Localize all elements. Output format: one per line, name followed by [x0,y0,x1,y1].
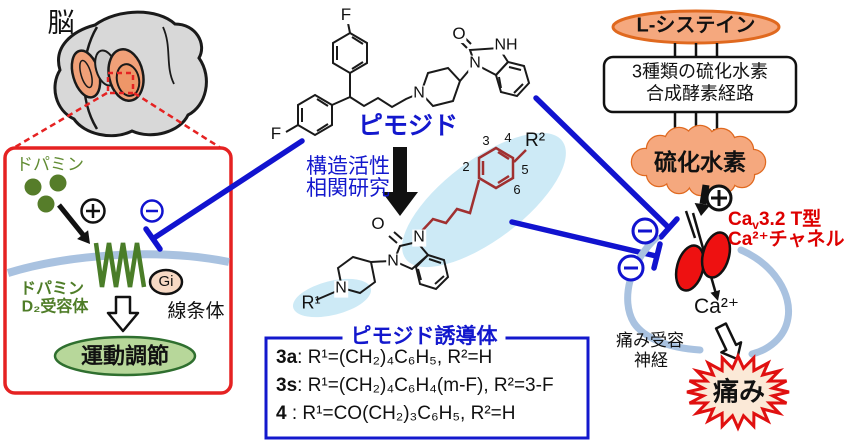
nitrogen-label: N [412,84,426,103]
r1-label: R¹ [301,292,321,313]
signal-badges [80,184,733,282]
pain-label: 痛み [712,376,766,407]
nitrogen-label: N [468,54,482,73]
h2s-pathway-graphics [602,9,798,432]
channel-label-subscript: v [752,218,759,232]
oxygen-label: O [370,214,386,234]
sar-highlight-ellipse-large [402,132,566,268]
channel-label-rest: 3.2 T型 [758,209,822,230]
dopamine-arrow [57,203,90,244]
separator: : [286,403,303,424]
sar-label-line1: 構造活性 [306,155,390,178]
derivative-row-4: 4 : R¹=CO(CH₂)₃C₆H₅, R²=H [276,403,515,425]
ca-to-pain-arrow [714,322,743,361]
pimozide-structure [285,22,531,137]
ring-position-3: 3 [482,133,490,149]
h2s-cloud [630,124,767,197]
derivative-variable-part [420,146,527,233]
derivative-list-box [264,336,590,440]
cav32-channel [674,210,732,301]
h2s-to-channel-arrow [694,184,711,216]
brain-illustration [9,10,225,152]
dopamine-dots [24,174,67,213]
down-arrow-outline [106,295,140,333]
zoom-guide-right [133,91,225,152]
striatum-membrane [6,250,230,277]
ring-position-5: 5 [521,162,529,178]
inhibition-line-pimozide-channel [533,95,671,230]
derivative-formula: R¹=(CH₂)₄C₆H₅, R²=H [307,347,493,368]
pain-starburst [686,352,790,432]
derivative-id: 4 [276,403,287,424]
striatum-label: 線条体 [167,301,225,323]
ring-position-6: 6 [513,182,521,198]
minus-icon [631,217,659,245]
nitrogen-label: N [334,279,348,298]
minus-icon [617,254,645,282]
zoom-region-box [106,71,135,95]
fluorine-label: F [269,124,283,144]
inhibition-line-derivative-channel [509,219,659,259]
plus-icon [80,198,106,224]
dopamine-label: ドパミン [16,155,84,174]
pimozide-name: ピモジド [357,111,459,140]
separator: : [297,347,308,368]
sar-arrow [382,147,418,216]
ring-position-4: 4 [504,130,512,146]
nerve-label-line2: 神経 [634,351,668,371]
derivative-id: 3s [276,375,298,396]
minus-icon [140,199,164,223]
derivative-formula: R¹=(CH₂)₄C₆H₄(m-F), R²=3-F [307,375,554,396]
nerve-label-line1: 痛み受容 [616,331,684,351]
fluorine-label: F [339,5,353,25]
ring-position-2: 2 [462,159,470,175]
motor-regulation-label: 運動調節 [80,343,170,369]
nh-label: NH [493,36,519,55]
gi-protein [148,268,184,296]
channel-label-line1: Cav3.2 T型 [728,210,821,232]
channel-label-ca: Ca [728,209,753,230]
striatum-panel [3,146,233,395]
motor-regulation-ellipse [53,335,197,377]
sar-highlight-ellipse-small [292,278,372,318]
derivative-id: 3a [276,347,298,368]
channel-label-line2: Ca²⁺チャネル [728,229,845,250]
nitrogen-label: N [386,252,400,271]
inhibition-line-pimozide-d2 [151,138,305,241]
inhibition-lines [143,95,680,271]
oxygen-label: O [451,24,467,44]
receptor-label-line2: D₂受容体 [21,298,89,316]
enzyme-label-line1: 3種類の硫化水素 [631,61,769,82]
cysteine-label: L-システイン [636,14,756,37]
d2-receptor-coil [93,242,147,288]
sar-label-line2: 相関研究 [306,177,390,200]
separator: : [297,375,308,396]
plus-icon [705,184,733,212]
gi-label: Gi [158,273,174,291]
h2s-label: 硫化水素 [654,148,746,175]
r2-label: R² [524,130,546,152]
cysteine-to-enzyme-lines [673,43,719,57]
ca-ion-label: Ca²⁺ [694,295,739,318]
derivative-formula: R¹=CO(CH₂)₃C₆H₅, R²=H [302,403,516,424]
brain-label: 脳 [47,7,75,38]
enzyme-label-line2: 合成酵素経路 [646,83,754,104]
derivative-structure [315,231,450,301]
enzyme-box [602,55,798,114]
derivative-row-3s: 3s: R¹=(CH₂)₄C₆H₄(m-F), R²=3-F [276,375,554,397]
derivative-row-3a: 3a: R¹=(CH₂)₄C₆H₅, R²=H [276,347,492,369]
nitrogen-label: N [412,228,426,247]
zoom-guide-left [9,91,108,152]
derivative-box-title: ピモジド誘導体 [342,325,506,349]
receptor-label-line1: ドパミン [19,280,85,298]
